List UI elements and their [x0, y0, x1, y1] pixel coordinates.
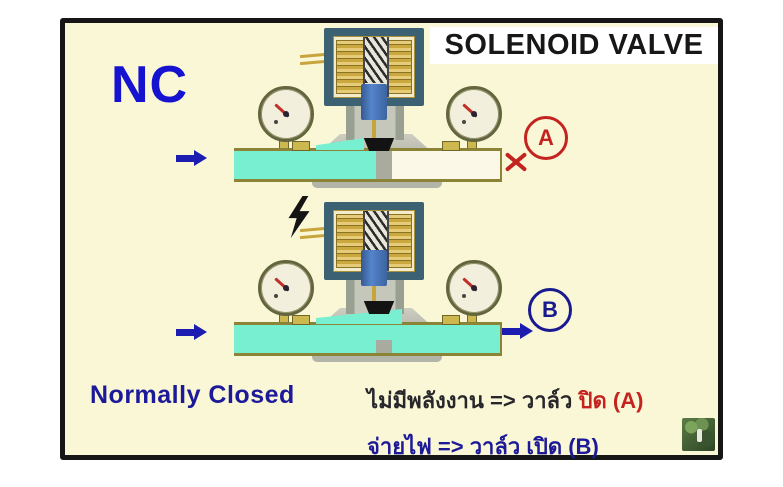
caption-energized: จ่ายไฟ => วาล์ว เปิด (B) — [367, 434, 599, 459]
plunger-stem — [372, 118, 376, 140]
marker-letter: B — [542, 297, 558, 322]
lightning-bolt-icon — [284, 196, 314, 238]
state-name-label: Normally Closed — [90, 381, 295, 409]
spring-icon — [365, 37, 387, 83]
plunger-stem — [372, 284, 376, 303]
gauge-pivot — [283, 285, 289, 291]
x-mark-icon — [504, 150, 528, 174]
pressure-gauge-right — [446, 86, 502, 142]
valve-body-base — [312, 179, 442, 188]
gauge-pivot — [471, 111, 477, 117]
valve-type-label: NC — [111, 56, 189, 114]
valve-body-base — [312, 353, 442, 362]
pipe — [234, 148, 502, 182]
valve-seat — [376, 151, 392, 179]
valve-disc-closed — [363, 138, 395, 151]
state-marker-b: B — [528, 288, 572, 332]
mounting-nut-left — [292, 315, 310, 325]
marker-letter: A — [538, 125, 554, 150]
valve-diagram-de-energized: A — [176, 28, 576, 196]
caption-closed-highlight: ปิด (A) — [578, 388, 644, 413]
caption-de-energized: ไม่มีพลังงาน => วาล์ว ปิด (A) — [367, 383, 643, 418]
gauge-pivot — [471, 285, 477, 291]
mounting-nut-right — [442, 315, 460, 325]
mounting-nut-right — [442, 141, 460, 151]
gauge-face-dot — [274, 120, 278, 124]
fluid-full-flow — [234, 325, 500, 353]
coil-winding-left — [336, 40, 364, 94]
coil-wire — [299, 52, 327, 59]
page-title-text: SOLENOID VALVE — [444, 29, 704, 61]
inlet-flow-right-arrow-icon — [176, 324, 207, 340]
coil-wire — [299, 59, 327, 66]
pressure-gauge-right — [446, 260, 502, 316]
gauge-face-dot — [462, 294, 466, 298]
pressure-gauge-left — [258, 86, 314, 142]
diagram-frame: NC SOLENOID VALVE — [60, 18, 723, 460]
inlet-flow-right-arrow-icon — [176, 150, 207, 166]
gauge-pivot — [283, 111, 289, 117]
caption-prefix: ไม่มีพลังงาน => วาล์ว — [367, 388, 579, 413]
pipe — [234, 322, 502, 356]
pressure-gauge-left — [258, 260, 314, 316]
spring-icon — [365, 211, 387, 257]
outlet-flow-right-arrow-icon — [502, 323, 533, 339]
valve-diagram-energized: B — [176, 196, 576, 370]
valve-seat — [376, 340, 392, 353]
page-title: SOLENOID VALVE — [430, 27, 718, 64]
valve-disc-open — [363, 301, 395, 314]
coil-winding-left — [336, 214, 364, 268]
plunger — [361, 250, 387, 286]
plunger — [361, 84, 387, 120]
fluid-inlet — [234, 151, 376, 179]
state-marker-a: A — [524, 116, 568, 160]
mounting-nut-left — [292, 141, 310, 151]
gauge-face-dot — [462, 120, 466, 124]
gauge-face-dot — [274, 294, 278, 298]
author-avatar — [682, 418, 715, 451]
